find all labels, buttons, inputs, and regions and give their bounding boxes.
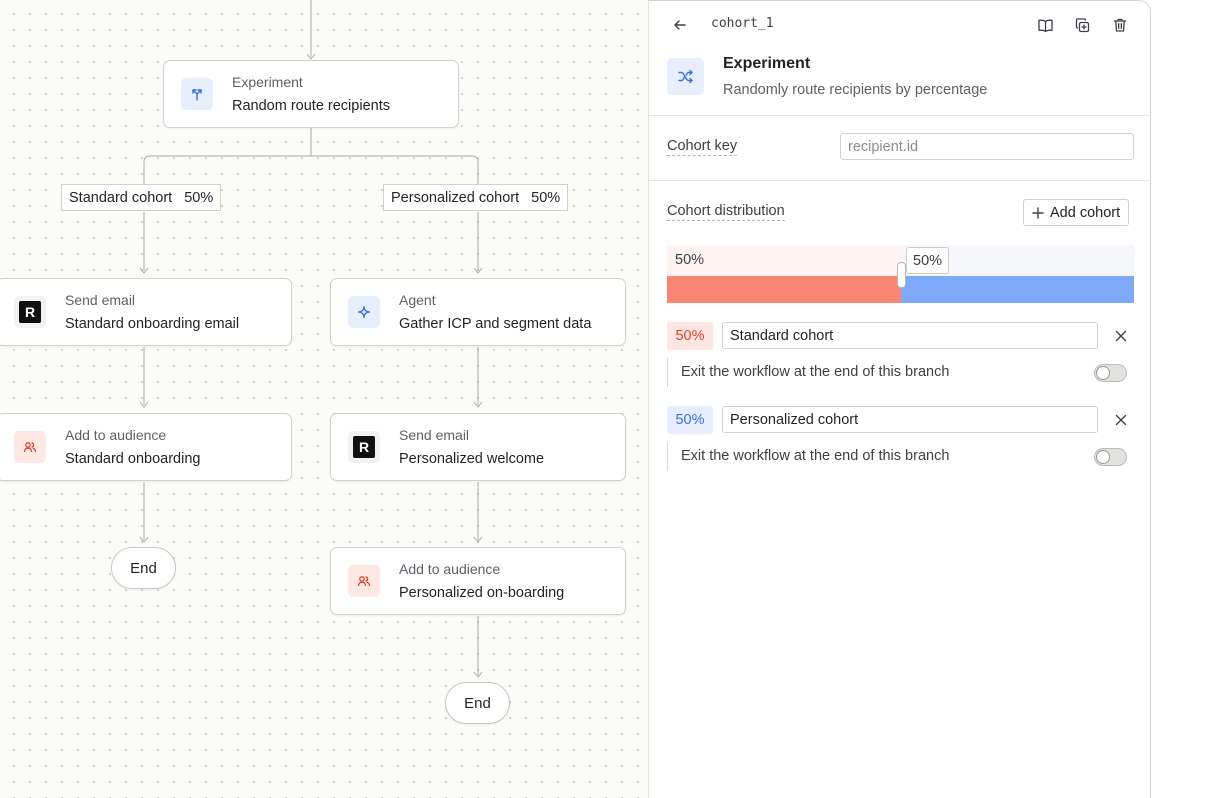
cohort-distribution-label: Cohort distribution <box>667 203 785 221</box>
node-type-label: Agent <box>399 292 436 308</box>
cohort-name-input[interactable]: Personalized cohort <box>722 406 1098 433</box>
branch-name: Personalized cohort <box>391 189 520 206</box>
node-title: Standard onboarding <box>65 451 201 467</box>
node-type-label: Send email <box>399 427 470 443</box>
branch-indent-line <box>667 442 668 471</box>
distribution-left-track <box>667 245 901 276</box>
divider <box>649 115 1150 116</box>
node-title: Standard onboarding email <box>65 316 240 332</box>
node-title: Personalized welcome <box>399 451 545 467</box>
users-icon <box>348 565 380 597</box>
node-type-label: Add to audience <box>399 561 501 577</box>
toggle-knob <box>1096 366 1110 380</box>
close-icon[interactable] <box>1110 325 1132 347</box>
toggle-knob <box>1096 450 1110 464</box>
branch-name: Standard cohort <box>69 189 173 206</box>
node-title: Random route recipients <box>232 98 390 114</box>
node-title: Personalized on-boarding <box>399 585 565 601</box>
branch-indent-line <box>667 358 668 387</box>
exit-workflow-toggle[interactable] <box>1094 448 1127 466</box>
plus-icon <box>1032 206 1044 219</box>
exit-workflow-toggle[interactable] <box>1094 364 1127 382</box>
branch-label-personalized[interactable]: Personalized cohort 50% <box>383 184 569 211</box>
node-type-label: Experiment <box>232 74 303 90</box>
distribution-right-percent: 50% <box>906 247 950 274</box>
branch-percent: 50% <box>184 189 214 206</box>
users-icon <box>14 431 46 463</box>
cohort-percent-badge: 50% <box>667 406 713 434</box>
distribution-slider[interactable]: 50% 50% <box>667 245 1134 303</box>
distribution-left-percent: 50% <box>675 252 705 268</box>
node-title: Gather ICP and segment data <box>399 316 592 332</box>
experiment-node[interactable]: Experiment Random route recipients <box>163 60 459 128</box>
add-to-audience-node[interactable]: Add to audience Personalized on-boarding <box>330 547 626 615</box>
add-cohort-label: Add cohort <box>1050 204 1121 221</box>
distribution-handle[interactable] <box>897 262 906 288</box>
node-settings-panel: cohort_1 Experiment Randomly route recip… <box>648 0 1151 798</box>
connector-lines <box>139 0 483 678</box>
cohort-key-label: Cohort key <box>667 138 738 156</box>
distribution-left-bar <box>667 276 901 303</box>
node-id: cohort_1 <box>711 16 774 31</box>
divider <box>649 180 1150 181</box>
split-icon <box>181 78 213 110</box>
node-type-label: Send email <box>65 292 136 308</box>
panel-title: Experiment <box>723 55 811 72</box>
cohort-key-input[interactable]: recipient.id <box>840 133 1134 160</box>
agent-node[interactable]: Agent Gather ICP and segment data <box>330 278 626 346</box>
send-email-node[interactable]: R Send email Personalized welcome <box>330 413 626 481</box>
branch-label-standard[interactable]: Standard cohort 50% <box>61 184 222 211</box>
branch-percent: 50% <box>531 189 561 206</box>
shuffle-icon <box>667 58 704 95</box>
send-email-node[interactable]: R Send email Standard onboarding email <box>0 278 292 346</box>
close-icon[interactable] <box>1110 409 1132 431</box>
end-node[interactable]: End <box>445 682 510 724</box>
resend-logo-icon: R <box>14 296 46 328</box>
exit-workflow-label: Exit the workflow at the end of this bra… <box>681 448 950 464</box>
trash-icon[interactable] <box>1109 14 1131 36</box>
cohort-percent-badge: 50% <box>667 322 713 350</box>
duplicate-icon[interactable] <box>1071 14 1093 36</box>
book-icon[interactable] <box>1034 14 1056 36</box>
workflow-canvas[interactable]: Experiment Random route recipients Stand… <box>0 0 648 798</box>
cohort-name-input[interactable]: Standard cohort <box>722 322 1098 349</box>
panel-description: Randomly route recipients by percentage <box>723 82 988 98</box>
node-type-label: Add to audience <box>65 427 167 443</box>
distribution-right-bar <box>901 276 1134 303</box>
add-to-audience-node[interactable]: Add to audience Standard onboarding <box>0 413 292 481</box>
add-cohort-button[interactable]: Add cohort <box>1023 199 1130 226</box>
resend-logo-icon: R <box>348 431 380 463</box>
back-arrow-icon[interactable] <box>669 14 691 36</box>
exit-workflow-label: Exit the workflow at the end of this bra… <box>681 364 950 380</box>
sparkle-icon <box>348 296 380 328</box>
end-node[interactable]: End <box>111 547 176 589</box>
